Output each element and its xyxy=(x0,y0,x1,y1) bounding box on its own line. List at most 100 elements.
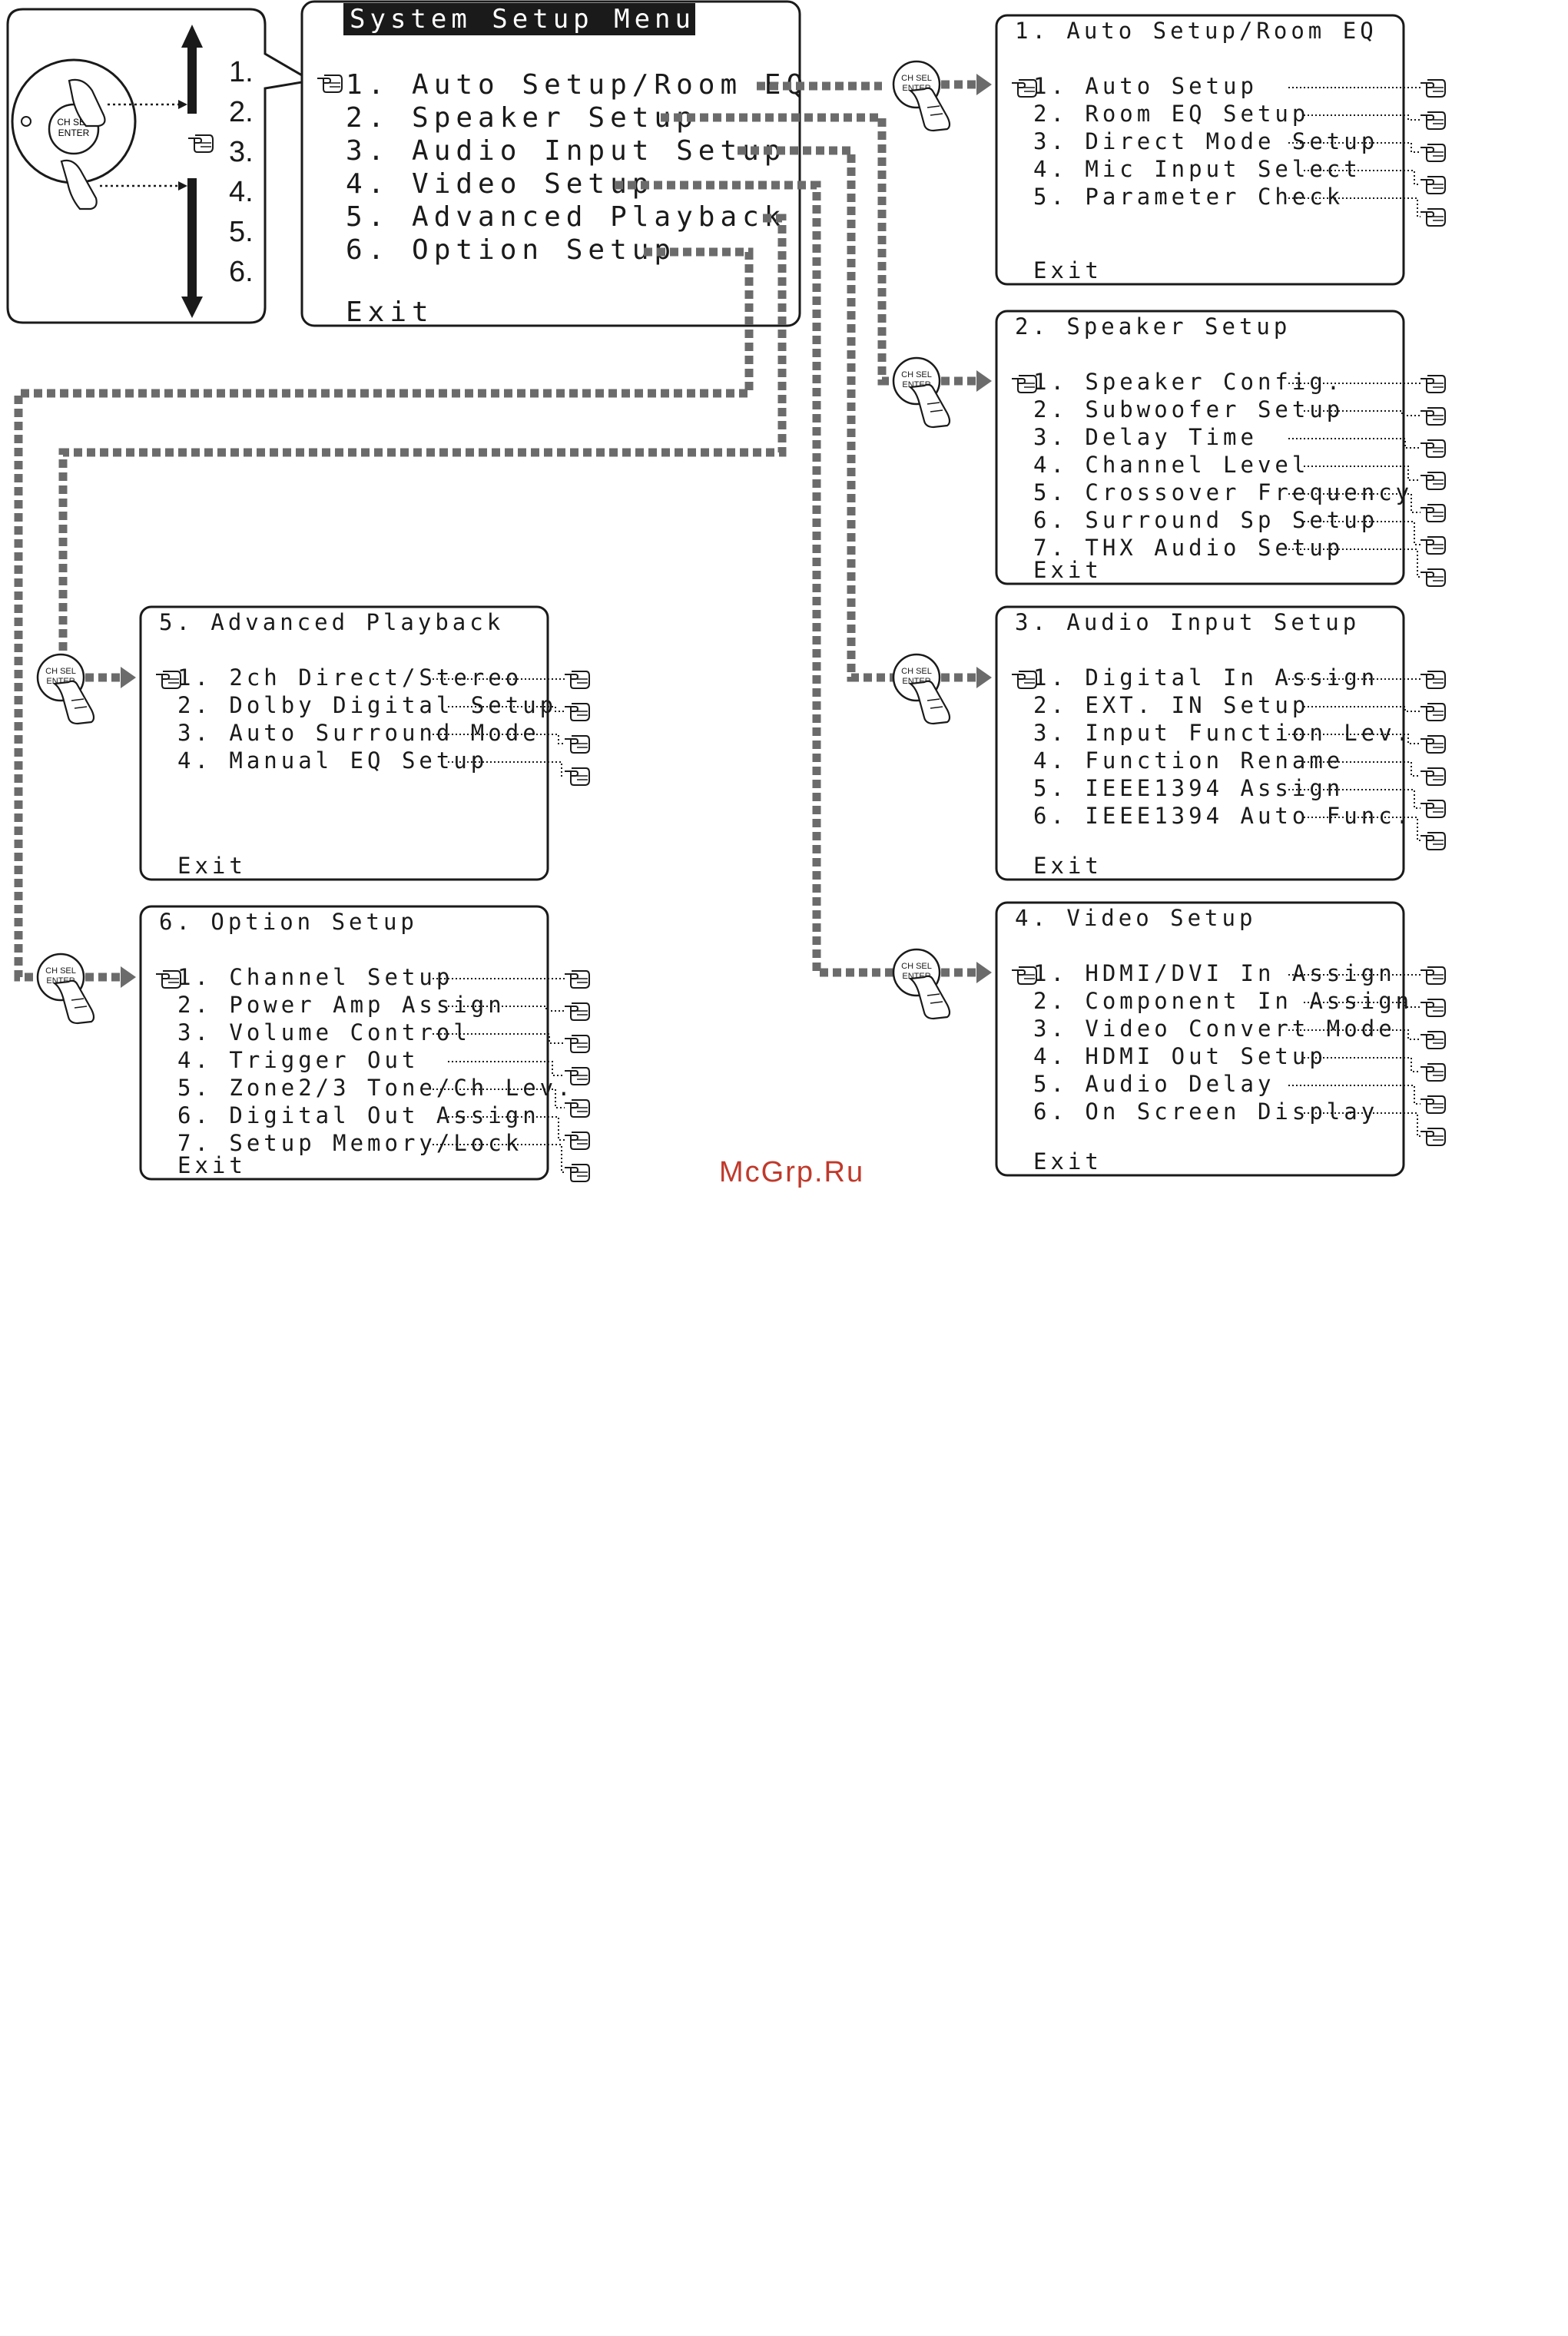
pointing-hand-icon xyxy=(564,767,590,786)
submenu-item[interactable]: 3. Auto Surround Mode xyxy=(177,720,540,746)
submenu-advanced-playback: 5. Advanced Playback 1. 2ch Direct/Stereo… xyxy=(36,605,590,881)
submenu-item[interactable]: 1. Auto Setup xyxy=(1033,73,1258,99)
pointing-hand-icon xyxy=(1420,966,1446,985)
submenu-item[interactable]: 2. Power Amp Assign xyxy=(177,992,506,1018)
submenu-item[interactable]: 5. Crossover Frequency xyxy=(1033,479,1413,505)
submenu-item[interactable]: 6. Surround Sp Setup xyxy=(1033,507,1378,533)
submenu-item[interactable]: 3. Input Function Lev. xyxy=(1033,720,1413,746)
submenu-item[interactable]: 3. Volume Control xyxy=(177,1019,471,1045)
submenu-item[interactable]: 6. Digital Out Assign xyxy=(177,1102,540,1128)
submenu-item[interactable]: 1. HDMI/DVI In Assign xyxy=(1033,960,1396,986)
submenu-item[interactable]: 4. HDMI Out Setup xyxy=(1033,1043,1327,1069)
submenu-item[interactable]: 3. Video Convert Mode xyxy=(1033,1016,1396,1042)
arrow-up-icon xyxy=(181,25,203,48)
finger-up-icon xyxy=(68,78,106,128)
main-menu-item-6[interactable]: 6. Option Setup xyxy=(346,234,676,266)
pointing-hand-icon xyxy=(564,735,590,754)
pointing-hand-icon xyxy=(1420,504,1446,522)
submenu-item[interactable]: 6. On Screen Display xyxy=(1033,1098,1378,1125)
pointing-hand-icon xyxy=(1420,407,1446,426)
submenu-item[interactable]: 1. Speaker Config. xyxy=(1033,369,1344,395)
pointing-hand-icon xyxy=(1420,703,1446,721)
arrow-right-icon xyxy=(976,370,992,392)
submenu-exit[interactable]: Exit xyxy=(1033,853,1102,879)
submenu-item[interactable]: 2. Dolby Digital Setup xyxy=(177,692,557,718)
submenu-audio-input-setup: 3. Audio Input Setup 1. Digital In Assign… xyxy=(892,605,1446,881)
selector-number-2: 2. xyxy=(229,96,254,128)
pointing-hand-icon xyxy=(1420,536,1446,555)
pointing-hand-icon xyxy=(564,1099,590,1118)
pointing-hand-icon xyxy=(1420,1095,1446,1114)
pointing-hand-icon xyxy=(1420,144,1446,162)
finger-down-icon xyxy=(60,159,98,210)
submenu-item[interactable]: 4. Trigger Out xyxy=(177,1047,419,1073)
selector-number-5: 5. xyxy=(229,216,254,248)
arrow-right-icon xyxy=(976,74,992,95)
submenu-item[interactable]: 2. Component In Assign xyxy=(1033,988,1413,1014)
selector-number-6: 6. xyxy=(229,256,254,288)
submenu-item[interactable]: 5. Audio Delay xyxy=(1033,1071,1275,1097)
main-menu-item-5[interactable]: 5. Advanced Playback xyxy=(346,201,786,233)
submenu-title: 4. Video Setup xyxy=(1015,905,1256,931)
arrow-right-icon xyxy=(121,667,136,688)
pointing-hand-icon xyxy=(1420,439,1446,458)
arrow-right-icon xyxy=(976,962,992,983)
submenu-exit[interactable]: Exit xyxy=(1033,557,1102,583)
submenu-item[interactable]: 5. Zone2/3 Tone/Ch Lev. xyxy=(177,1075,575,1101)
submenu-item[interactable]: 4. Mic Input Select xyxy=(1033,156,1361,182)
submenu-exit[interactable]: Exit xyxy=(177,853,247,879)
pointing-hand-icon xyxy=(564,1035,590,1053)
submenu-item[interactable]: 7. THX Audio Setup xyxy=(1033,535,1344,561)
submenu-item[interactable]: 2. Subwoofer Setup xyxy=(1033,396,1344,422)
pointing-hand-icon xyxy=(1420,472,1446,490)
pointing-hand-icon xyxy=(1420,999,1446,1017)
pointing-hand-icon xyxy=(1420,375,1446,393)
main-menu-item-1[interactable]: 1. Auto Setup/Room EQ xyxy=(346,69,808,101)
pointing-hand-icon xyxy=(1420,79,1446,98)
pointing-hand-icon xyxy=(564,671,590,689)
pointing-hand-icon xyxy=(1420,1128,1446,1146)
main-menu-item-2[interactable]: 2. Speaker Setup xyxy=(346,102,698,134)
submenu-item[interactable]: 1. Digital In Assign xyxy=(1033,664,1378,691)
knob-label-2: ENTER xyxy=(58,128,90,138)
pointing-hand-icon xyxy=(564,703,590,721)
pointing-hand-icon xyxy=(1420,568,1446,587)
pointing-hand-icon xyxy=(1420,111,1446,130)
submenu-title: 3. Audio Input Setup xyxy=(1015,609,1360,635)
pointing-hand-icon xyxy=(564,1132,590,1150)
arrow-right-icon xyxy=(121,966,136,988)
pointing-hand-icon xyxy=(564,1002,590,1021)
submenu-item[interactable]: 5. Parameter Check xyxy=(1033,184,1344,210)
submenu-item[interactable]: 7. Setup Memory/Lock xyxy=(177,1130,522,1156)
submenu-item[interactable]: 3. Direct Mode Setup xyxy=(1033,128,1378,154)
main-menu-exit[interactable]: Exit xyxy=(346,297,434,328)
submenu-item[interactable]: 6. IEEE1394 Auto Func. xyxy=(1033,803,1413,829)
pointing-hand-icon xyxy=(1420,767,1446,786)
submenu-exit[interactable]: Exit xyxy=(1033,257,1102,283)
submenu-exit[interactable]: Exit xyxy=(177,1152,247,1178)
submenu-item[interactable]: 4. Manual EQ Setup xyxy=(177,747,488,774)
submenu-item[interactable]: 2. EXT. IN Setup xyxy=(1033,692,1309,718)
main-menu-item-4[interactable]: 4. Video Setup xyxy=(346,168,654,200)
submenu-item[interactable]: 4. Channel Level xyxy=(1033,452,1309,478)
main-menu-item-3[interactable]: 3. Audio Input Setup xyxy=(346,135,786,167)
submenu-item[interactable]: 1. 2ch Direct/Stereo xyxy=(177,664,522,691)
selector-number-1: 1. xyxy=(229,56,254,88)
ch-sel-enter-button-icon xyxy=(892,948,951,1020)
selector-number-4: 4. xyxy=(229,176,254,208)
submenu-item[interactable]: 5. IEEE1394 Assign xyxy=(1033,775,1344,801)
ch-sel-enter-button-icon xyxy=(892,356,951,429)
submenu-exit[interactable]: Exit xyxy=(1033,1148,1102,1175)
ch-sel-enter-button-icon xyxy=(892,60,951,132)
pointing-hand-icon xyxy=(564,970,590,989)
submenu-item[interactable]: 2. Room EQ Setup xyxy=(1033,101,1309,127)
ch-sel-enter-button-icon xyxy=(892,653,951,725)
submenu-title: 5. Advanced Playback xyxy=(159,609,504,635)
submenu-item[interactable]: 1. Channel Setup xyxy=(177,964,453,990)
selector-number-3: 3. xyxy=(229,136,254,168)
submenu-item[interactable]: 4. Function Rename xyxy=(1033,747,1344,774)
submenu-item[interactable]: 3. Delay Time xyxy=(1033,424,1258,450)
